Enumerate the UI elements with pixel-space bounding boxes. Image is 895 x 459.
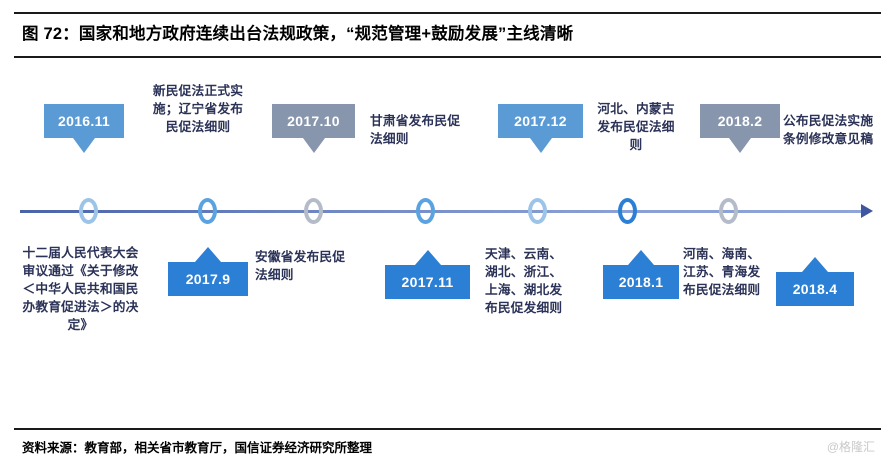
badge-pointer-icon (628, 250, 654, 265)
timeline-event-description: 甘肃省发布民促法细则 (370, 114, 461, 147)
date-badge: 2018.4 (776, 257, 854, 306)
date-badge-label: 2017.10 (287, 113, 340, 129)
timeline-event-description: 河北、内蒙古发布民促法细则 (597, 102, 675, 153)
badge-pointer-icon (73, 138, 95, 153)
badge-pointer-icon (529, 138, 552, 153)
badge-pointer-icon (195, 247, 221, 262)
timeline-node-marker (528, 198, 547, 224)
timeline-event-description: 公布民促法实施条例修改意见稿 (783, 114, 874, 147)
timeline-event-description: 新民促法正式实施；辽宁省发布民促法细则 (152, 84, 244, 135)
date-badge: 2018.2 (700, 104, 780, 153)
date-badge: 2017.11 (385, 250, 470, 299)
timeline-node-marker (304, 198, 323, 224)
date-badge-label: 2016.11 (58, 113, 110, 129)
timeline-event-description: 河南、海南、江苏、青海发布民促法细则 (683, 247, 761, 298)
timeline-node-marker (618, 198, 637, 224)
date-badge: 2018.1 (603, 250, 679, 299)
timeline-axis-line (20, 210, 865, 213)
date-badge-label: 2017.12 (514, 113, 567, 129)
date-badge: 2017.10 (272, 104, 355, 153)
date-badge-label: 2017.9 (185, 271, 231, 287)
page-title: 图 72：国家和地方政府连续出台法规政策，“规范管理+鼓励发展”主线清晰 (22, 25, 574, 43)
timeline-node-marker (79, 198, 98, 224)
timeline-node-marker (719, 198, 738, 224)
date-badge-label: 2017.11 (401, 274, 454, 290)
date-badge-label: 2018.4 (792, 281, 838, 297)
timeline-arrow-icon (861, 204, 873, 218)
date-badge: 2017.9 (168, 247, 248, 296)
timeline-event-description: 安徽省发布民促法细则 (255, 250, 346, 283)
timeline-event-description: 天津、云南、湖北、浙江、上海、湖北发布民促发细则 (485, 247, 563, 316)
timeline-node-marker (198, 198, 217, 224)
badge-pointer-icon (414, 250, 441, 265)
title-rule-top (14, 12, 881, 14)
badge-pointer-icon (302, 138, 325, 153)
source-note: 资料来源：教育部，相关省市教育厅，国信证券经济研究所整理 (22, 441, 373, 455)
date-badge: 2017.12 (498, 104, 583, 153)
badge-pointer-icon (802, 257, 828, 272)
date-badge: 2016.11 (44, 104, 124, 153)
timeline-node-marker (416, 198, 435, 224)
badge-pointer-icon (729, 138, 751, 153)
timeline-event-description: 十二届人民代表大会审议通过《关于修改＜中华人民共和国民办教育促进法＞的决定》 (22, 246, 139, 333)
date-badge-label: 2018.1 (618, 274, 664, 290)
date-badge-label: 2018.2 (717, 113, 763, 129)
watermark-label: @格隆汇 (826, 440, 875, 454)
title-rule-bottom (14, 56, 881, 58)
footer-rule (14, 428, 881, 430)
